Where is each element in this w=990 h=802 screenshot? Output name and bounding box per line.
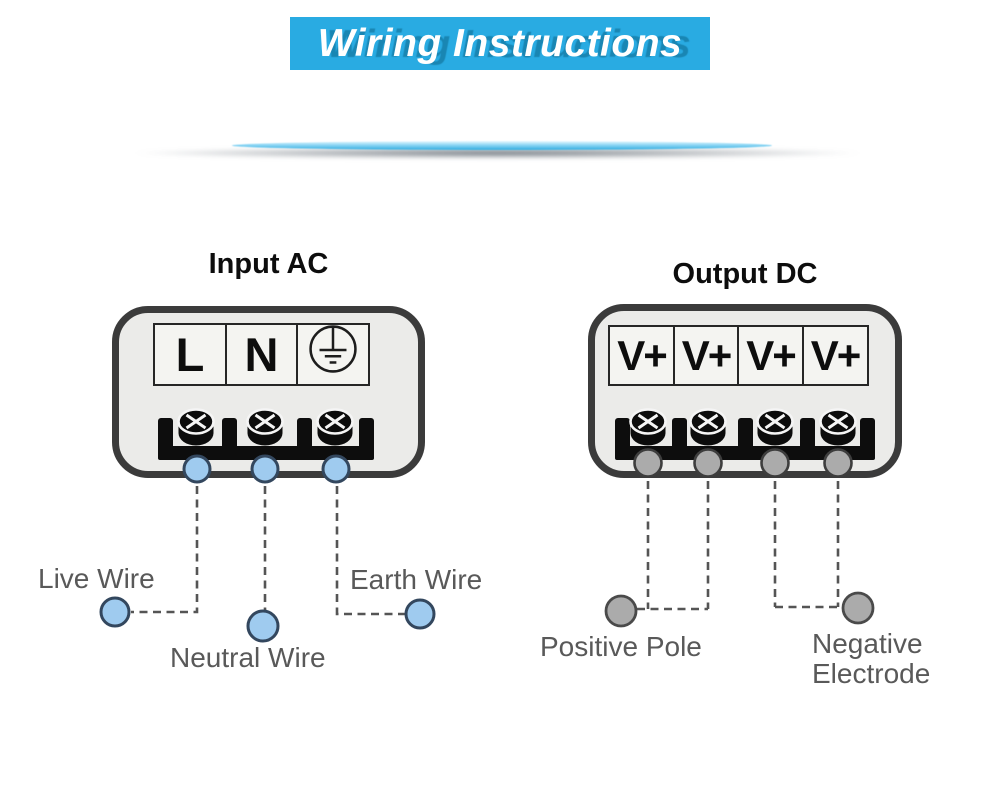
earth-wire-dot [404,598,436,630]
output-terminal-channel [615,418,875,460]
divider-swoosh-line [232,141,772,150]
screw-icon [177,408,215,446]
neutral-wire-label: Neutral Wire [170,642,326,673]
input-ac-terminal-block: L N [112,306,425,478]
live-wire-label: Live Wire [38,563,155,594]
channel-wall [158,418,173,448]
input-terminal-channel [158,418,374,460]
terminal-cell-neutral: N [224,323,299,386]
header-banner: Wiring Instructions [290,17,710,70]
dc-terminal-dot [693,448,723,478]
dc-terminal-dot [760,448,790,478]
live-wire-path [131,486,199,614]
screw-icon [629,408,667,446]
positive-pole-path [637,481,710,611]
channel-bar [158,446,374,460]
dc-terminal-dot [633,448,663,478]
terminal-cell-vplus: V+ [608,325,675,386]
channel-wall [222,418,237,448]
channel-wall [359,418,374,448]
channel-bar [615,446,875,460]
channel-wall [860,418,875,448]
ac-terminal-dot [321,454,351,484]
terminal-cell-vplus: V+ [672,325,740,386]
output-dc-title: Output DC [672,258,818,290]
screw-icon [246,408,284,446]
ac-terminal-dot [250,454,280,484]
channel-wall [297,418,312,448]
channel-wall [800,418,815,448]
positive-pole-label: Positive Pole [540,631,702,662]
screw-icon [316,408,354,446]
channel-wall [672,418,687,448]
page-title: Wiring Instructions [317,21,683,65]
positive-pole-dot [604,594,638,628]
live-wire-dot [99,596,131,628]
dc-terminal-dot [823,448,853,478]
terminal-cell-vplus: V+ [737,325,804,386]
earth-wire-path [335,486,405,616]
output-dc-terminal-block: V+ V+ V+ V+ [588,304,902,478]
neutral-wire-dot [246,609,280,643]
output-terminal-row: V+ V+ V+ V+ [608,325,869,386]
channel-wall [615,418,630,448]
negative-pole-path [773,481,842,609]
screw-icon [756,408,794,446]
screw-icon [819,408,857,446]
negative-pole-dot [841,591,875,625]
input-terminal-row: L N [153,323,370,386]
earth-wire-label: Earth Wire [350,564,483,595]
ac-terminal-dot [182,454,212,484]
screw-icon [689,408,727,446]
terminal-cell-ground [296,323,370,386]
earth-ground-icon [307,323,359,386]
negative-electrode-label: Negative Electrode [812,628,931,690]
divider-swoosh-shadow [125,147,870,159]
input-ac-title: Input AC [208,248,329,280]
terminal-cell-vplus: V+ [801,325,869,386]
channel-wall [738,418,753,448]
